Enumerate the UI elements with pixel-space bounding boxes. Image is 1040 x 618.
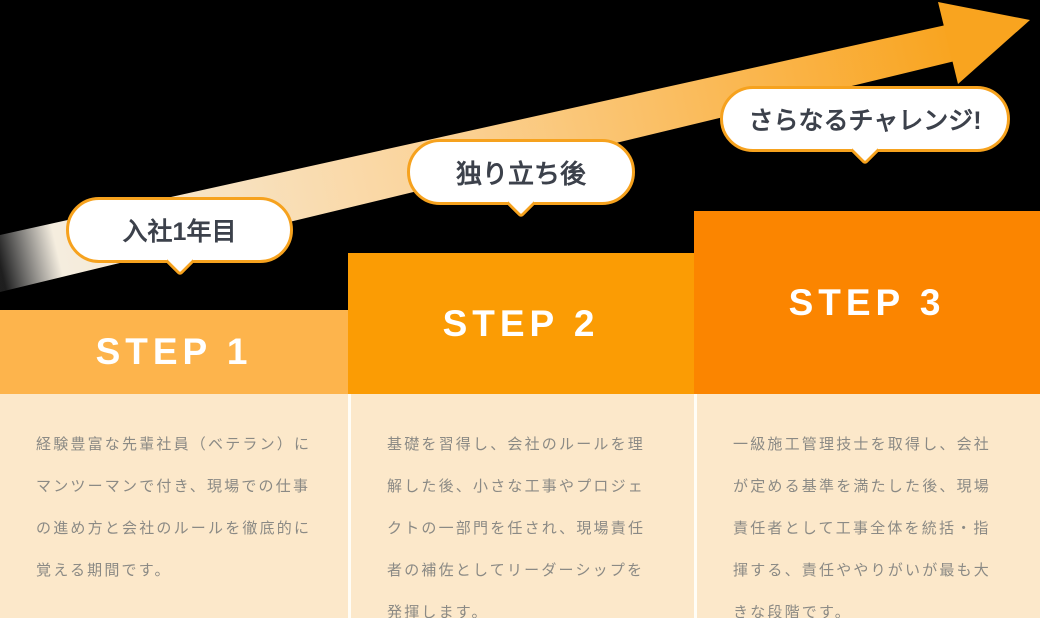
step-1-body-panel: 経験豊富な先輩社員（ベテラン）にマンツーマンで付き、現場での仕事の進め方と会社の… (0, 394, 348, 618)
step-column-3: STEP 3 一級施工管理技士を取得し、会社が定める基準を満たした後、現場責任者… (694, 211, 1040, 618)
step-1-header: STEP 1 (0, 310, 348, 394)
step-3-description: 一級施工管理技士を取得し、会社が定める基準を満たした後、現場責任者として工事全体… (733, 436, 992, 618)
speech-bubble-independent-label: 独り立ち後 (455, 158, 586, 189)
speech-bubble-year-one-label: 入社1年目 (122, 218, 237, 246)
step-2-body-panel: 基礎を習得し、会社のルールを理解した後、小さな工事やプロジェクトの一部門を任され… (348, 394, 694, 618)
speech-bubble-year-one: 入社1年目 (66, 197, 293, 263)
speech-bubble-challenge: さらなるチャレンジ! (720, 86, 1010, 152)
step-column-1: STEP 1 経験豊富な先輩社員（ベテラン）にマンツーマンで付き、現場での仕事の… (0, 310, 348, 618)
step-column-2: STEP 2 基礎を習得し、会社のルールを理解した後、小さな工事やプロジェクトの… (348, 253, 694, 618)
speech-bubble-independent: 独り立ち後 (407, 139, 635, 205)
step-2-header: STEP 2 (348, 253, 694, 394)
step-2-label: STEP 2 (442, 302, 600, 344)
step-2-description: 基礎を習得し、会社のルールを理解した後、小さな工事やプロジェクトの一部門を任され… (387, 436, 646, 618)
speech-bubble-challenge-label: さらなるチャレンジ! (748, 107, 982, 135)
step-3-label: STEP 3 (788, 281, 946, 323)
step-1-label: STEP 1 (95, 331, 253, 372)
step-3-body-panel: 一級施工管理技士を取得し、会社が定める基準を満たした後、現場責任者として工事全体… (694, 394, 1040, 618)
arrow-head (938, 2, 1030, 84)
step-3-header: STEP 3 (694, 211, 1040, 394)
step-1-description: 経験豊富な先輩社員（ベテラン）にマンツーマンで付き、現場での仕事の進め方と会社の… (36, 436, 312, 579)
